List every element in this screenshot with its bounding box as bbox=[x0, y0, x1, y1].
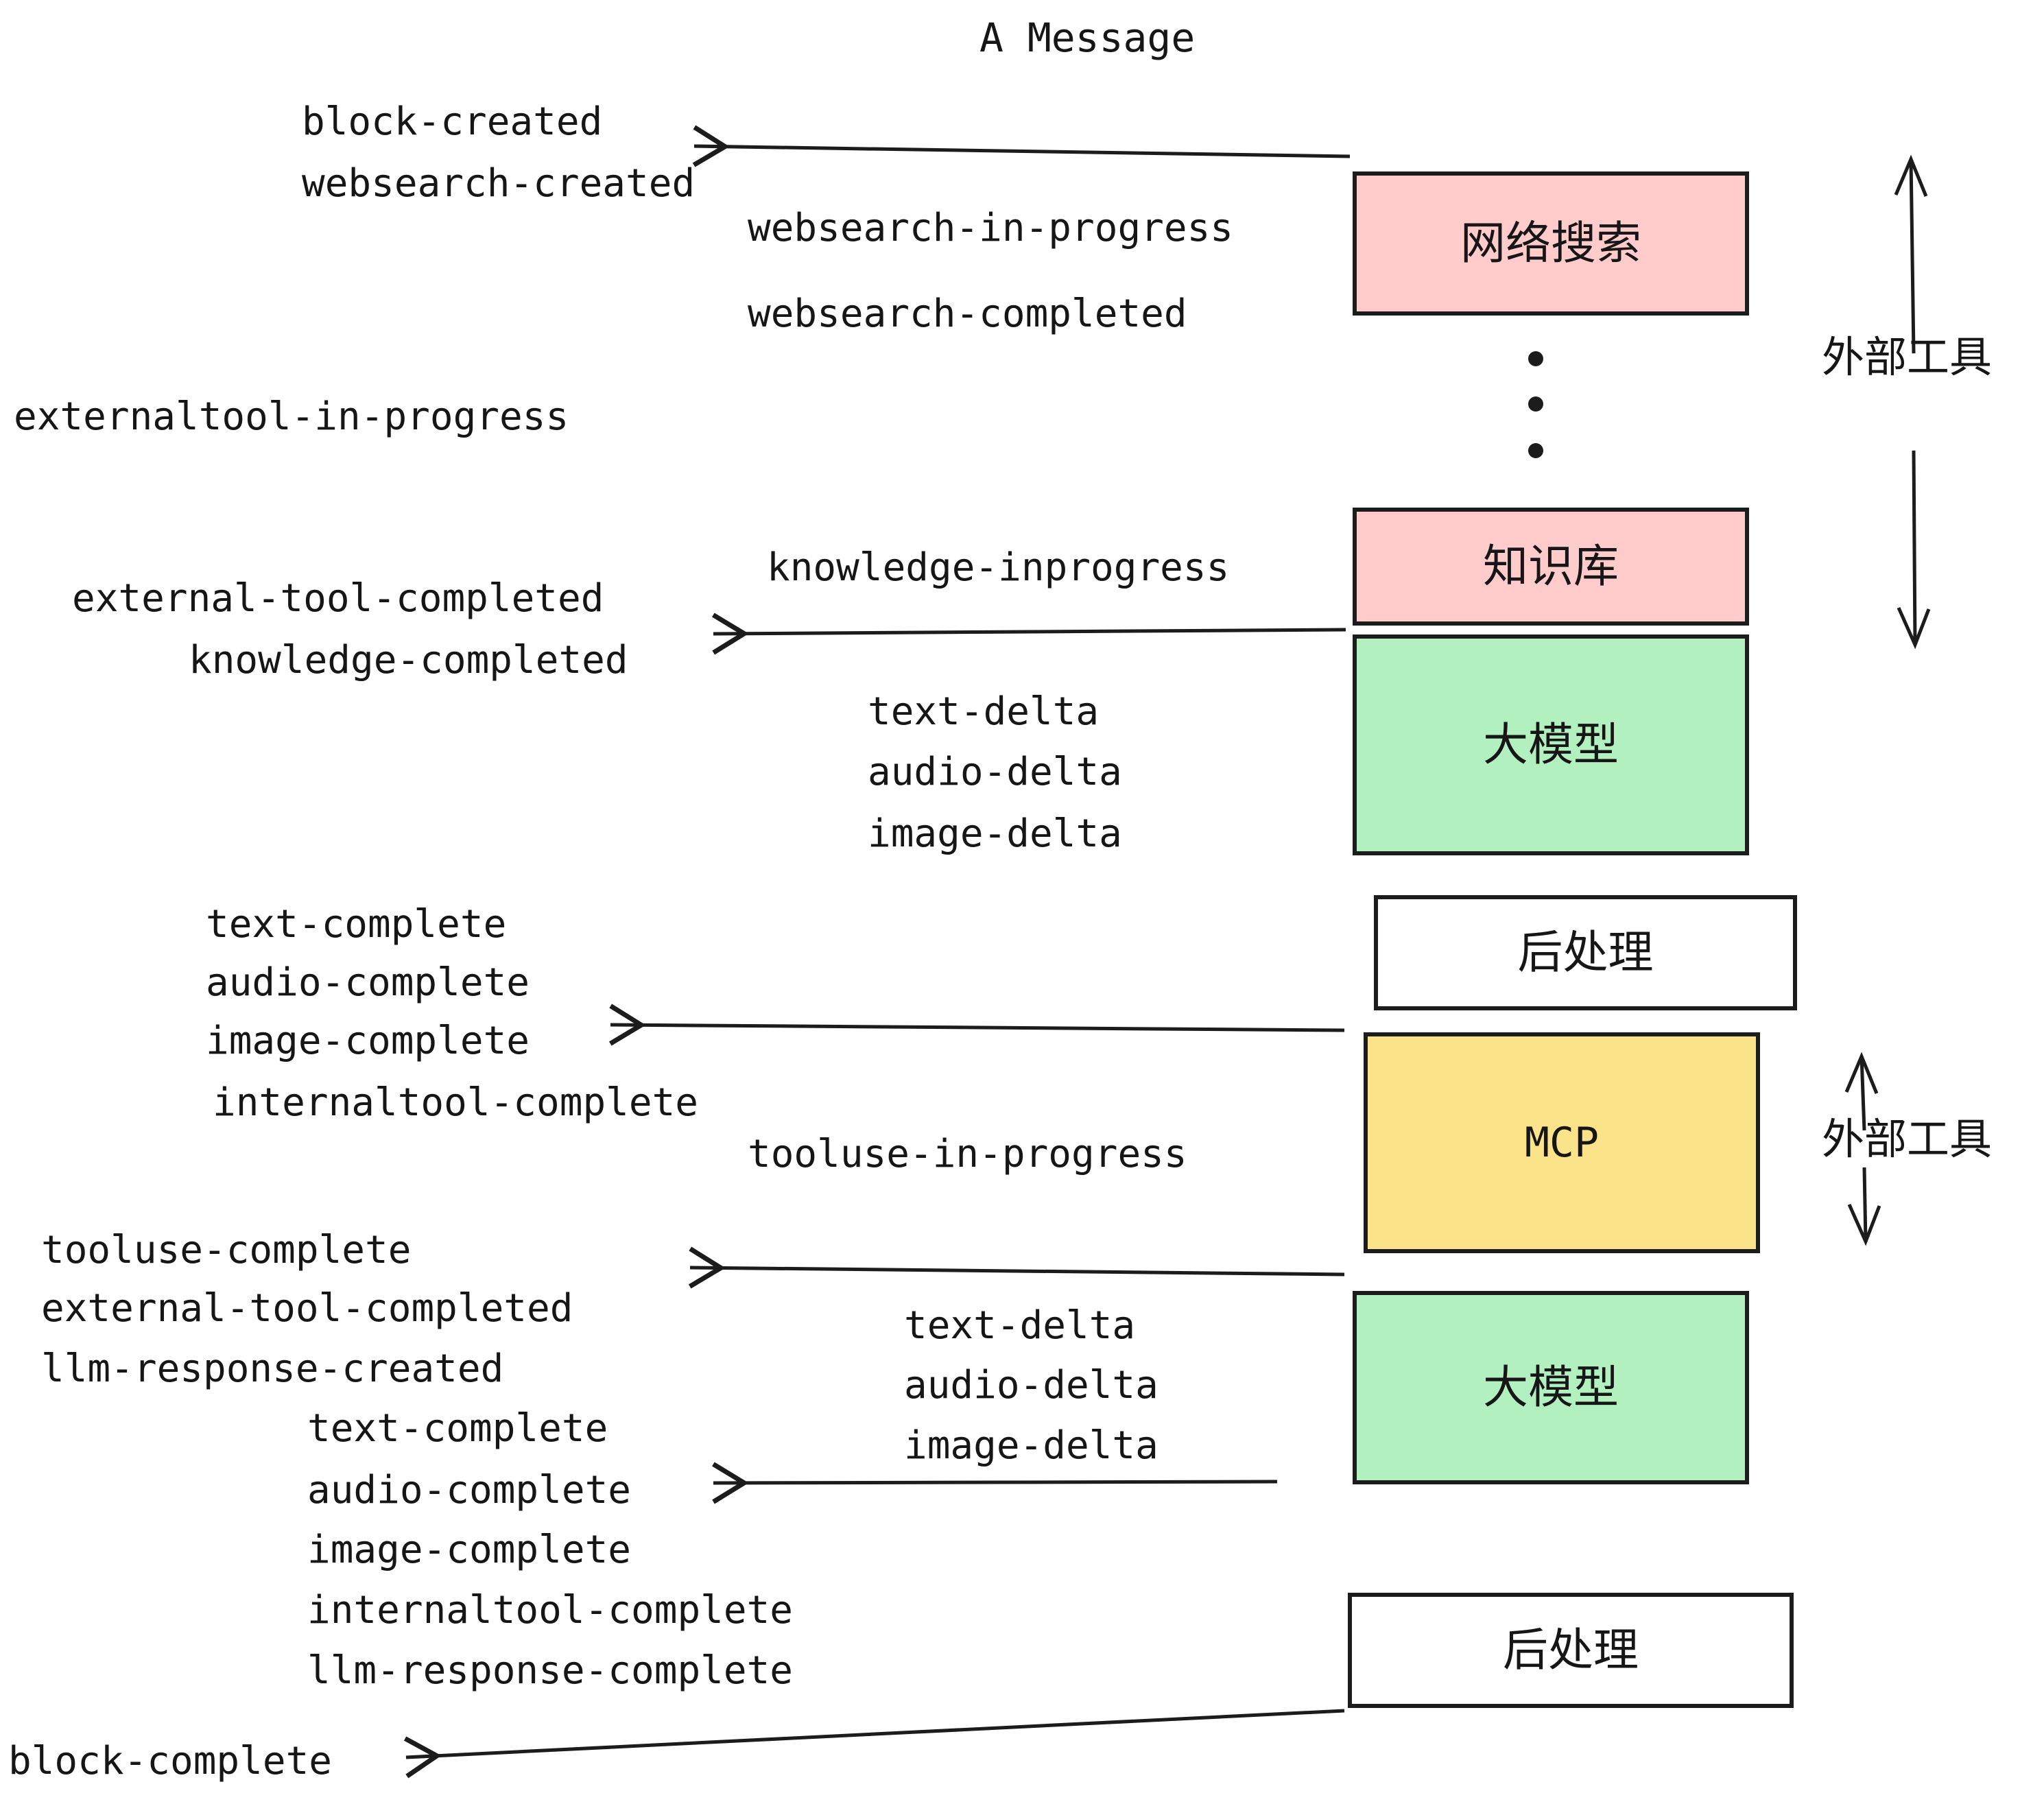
event-label-internaltool-complete: internaltool-complete bbox=[213, 1080, 699, 1125]
node-knowledge[interactable]: 知识库 bbox=[1353, 508, 1749, 626]
event-label-internaltool-complete: internaltool-complete bbox=[307, 1588, 794, 1633]
event-label-image-delta: image-delta bbox=[904, 1423, 1158, 1468]
node-mcp[interactable]: MCP bbox=[1364, 1032, 1760, 1253]
event-label-externaltool-in-progress: externaltool-in-progress bbox=[14, 394, 569, 439]
event-label-image-delta: image-delta bbox=[868, 811, 1122, 856]
ellipsis-dot bbox=[1528, 396, 1543, 412]
event-label-external-tool-completed: external-tool-completed bbox=[72, 576, 604, 621]
node-label: MCP bbox=[1524, 1119, 1600, 1167]
arrow-tooluse-complete bbox=[690, 1268, 1345, 1274]
node-postprocess-2[interactable]: 后处理 bbox=[1348, 1593, 1794, 1708]
arrow-block-created bbox=[694, 146, 1351, 156]
event-label-llm-response-created: llm-response-created bbox=[41, 1346, 504, 1391]
event-label-websearch-created: websearch-created bbox=[302, 161, 696, 206]
external-tools-arrow-top-down-head bbox=[1897, 606, 1931, 650]
event-label-image-complete: image-complete bbox=[307, 1528, 632, 1572]
arrow-block-complete bbox=[406, 1709, 1345, 1757]
node-postprocess-1[interactable]: 后处理 bbox=[1374, 895, 1797, 1010]
external-tools-arrow-bottom-down bbox=[1862, 1167, 1868, 1242]
node-label: 大模型 bbox=[1483, 718, 1619, 771]
arrow-knowledge-completed bbox=[713, 630, 1346, 634]
event-label-image-complete: image-complete bbox=[206, 1019, 530, 1063]
external-tools-arrow-top-down bbox=[1912, 450, 1917, 645]
ellipsis-dot bbox=[1528, 351, 1543, 366]
ellipsis-dot bbox=[1528, 443, 1543, 458]
event-label-text-complete: text-complete bbox=[206, 902, 507, 947]
event-label-text-delta: text-delta bbox=[904, 1303, 1136, 1348]
external-tools-bottom-label: 外部工具 bbox=[1822, 1114, 1993, 1164]
event-label-knowledge-inprogress: knowledge-inprogress bbox=[767, 545, 1230, 590]
page-title: A Message bbox=[979, 14, 1196, 61]
event-label-external-tool-completed: external-tool-completed bbox=[41, 1286, 573, 1331]
arrow-image-complete bbox=[610, 1025, 1345, 1030]
event-label-audio-delta: audio-delta bbox=[904, 1363, 1158, 1408]
arrow-audio-complete bbox=[713, 1482, 1278, 1483]
node-llm-1[interactable]: 大模型 bbox=[1353, 634, 1749, 855]
event-label-audio-delta: audio-delta bbox=[868, 750, 1122, 794]
node-label: 网络搜索 bbox=[1460, 217, 1641, 270]
event-label-block-created: block-created bbox=[302, 99, 603, 144]
external-tools-arrow-top-up-head bbox=[1894, 154, 1928, 197]
node-label: 后处理 bbox=[1517, 926, 1654, 979]
event-label-text-delta: text-delta bbox=[868, 689, 1100, 734]
node-label: 大模型 bbox=[1483, 1361, 1619, 1414]
event-label-tooluse-complete: tooluse-complete bbox=[41, 1228, 412, 1272]
external-tools-arrow-bottom-up-head bbox=[1844, 1052, 1879, 1094]
event-label-llm-response-complete: llm-response-complete bbox=[307, 1648, 794, 1693]
event-label-websearch-completed: websearch-completed bbox=[748, 292, 1187, 336]
node-label: 知识库 bbox=[1483, 540, 1619, 593]
event-label-audio-complete: audio-complete bbox=[206, 960, 530, 1005]
node-websearch[interactable]: 网络搜索 bbox=[1353, 171, 1749, 316]
event-label-knowledge-completed: knowledge-completed bbox=[189, 638, 628, 683]
event-label-block-complete: block-complete bbox=[8, 1739, 333, 1783]
event-label-websearch-in-progress: websearch-in-progress bbox=[748, 206, 1234, 250]
node-llm-2[interactable]: 大模型 bbox=[1353, 1291, 1749, 1484]
event-label-audio-complete: audio-complete bbox=[307, 1468, 632, 1512]
node-label: 后处理 bbox=[1503, 1624, 1639, 1676]
event-label-tooluse-in-progress: tooluse-in-progress bbox=[748, 1132, 1187, 1176]
external-tools-top-label: 外部工具 bbox=[1822, 332, 1993, 382]
external-tools-arrow-top-up bbox=[1909, 158, 1916, 354]
event-label-text-complete: text-complete bbox=[307, 1406, 608, 1451]
external-tools-arrow-bottom-down-head bbox=[1847, 1203, 1881, 1246]
